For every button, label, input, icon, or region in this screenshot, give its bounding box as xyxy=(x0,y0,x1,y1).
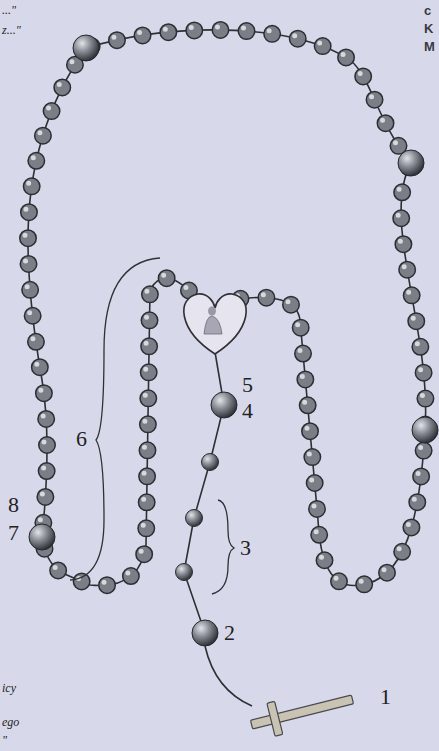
bead-shadow xyxy=(28,30,426,586)
cross-cord xyxy=(205,646,252,706)
pendant-beads xyxy=(176,454,219,581)
callout-number: 3 xyxy=(240,537,251,559)
callout-number: 7 xyxy=(8,522,19,544)
big-bead xyxy=(412,417,438,443)
loop-beads xyxy=(25,27,426,586)
callout-number: 2 xyxy=(224,622,235,644)
callout-number: 6 xyxy=(76,428,87,450)
cropped-note: " xyxy=(2,734,7,746)
big-bead xyxy=(29,524,55,550)
figure-head xyxy=(208,307,216,316)
cropped-note: ego xyxy=(2,716,19,728)
big-bead xyxy=(398,150,424,176)
cross-bar xyxy=(267,701,283,736)
cropped-heading: M xyxy=(424,40,435,53)
big-bead xyxy=(192,620,218,646)
big-beads xyxy=(29,35,438,646)
cord xyxy=(28,30,426,706)
cropped-note: z..." xyxy=(2,24,21,36)
small-bead xyxy=(202,454,219,471)
cross-beam xyxy=(250,695,353,729)
callout-number: 5 xyxy=(242,374,253,396)
cropped-note: icy xyxy=(2,682,16,694)
small-bead xyxy=(176,564,193,581)
callout-number: 1 xyxy=(380,686,391,708)
bracket xyxy=(212,500,234,594)
cropped-note: ..." xyxy=(2,4,16,16)
loop-cord xyxy=(28,30,426,586)
cropped-heading: c xyxy=(424,4,431,17)
bead-highlight xyxy=(25,27,423,583)
big-bead xyxy=(73,35,99,61)
figure-body xyxy=(204,316,222,334)
big-bead xyxy=(211,392,237,418)
heart-medallion xyxy=(184,294,246,354)
callout-number: 4 xyxy=(242,400,253,422)
callout-number: 8 xyxy=(8,494,19,516)
brace xyxy=(70,258,160,580)
cropped-heading: K xyxy=(424,22,433,35)
heart-outline xyxy=(184,294,246,354)
crucifix xyxy=(247,683,356,741)
small-bead xyxy=(186,510,203,527)
bead-body xyxy=(28,30,426,586)
